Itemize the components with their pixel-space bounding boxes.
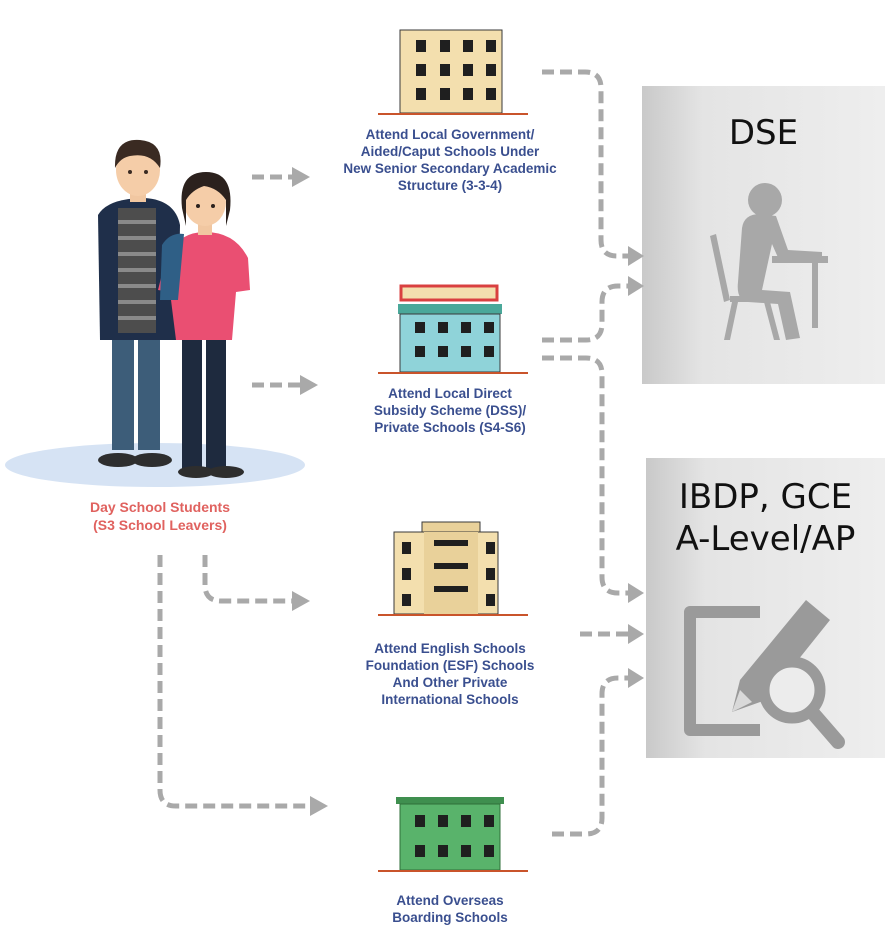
building-overseas-boarding-school <box>378 797 528 872</box>
arrow-heads <box>292 167 644 816</box>
school-label-line: International Schools <box>381 692 519 707</box>
school-label-line: Boarding Schools <box>392 910 508 925</box>
school-label-esf-international: Attend English Schools Foundation (ESF) … <box>320 640 580 708</box>
students-label: Day School Students (S3 School Leavers) <box>70 498 250 534</box>
school-label-line: Aided/Caput Schools Under <box>360 144 540 159</box>
students-illustration <box>5 139 305 487</box>
student-at-desk-icon <box>710 183 828 340</box>
boy-student-figure <box>98 139 180 467</box>
school-label-line: Attend Overseas <box>396 893 504 908</box>
school-label-line: Attend Local Government/ <box>365 127 535 142</box>
connector-arrows <box>157 69 628 837</box>
school-label-overseas-boarding: Attend Overseas Boarding Schools <box>320 892 580 926</box>
school-label-local-government: Attend Local Government/ Aided/Caput Sch… <box>300 126 600 194</box>
students-label-line2: (S3 School Leavers) <box>93 517 227 533</box>
building-local-government-school <box>378 29 528 115</box>
school-label-line: Foundation (ESF) Schools <box>365 658 535 673</box>
exam-paper-magnifier-icon <box>684 600 845 749</box>
girl-student-figure <box>158 172 250 478</box>
students-label-line1: Day School Students <box>89 499 231 515</box>
school-label-line: New Senior Secondary Academic <box>343 161 557 176</box>
building-esf-international-school <box>378 521 528 616</box>
school-label-dss-private: Attend Local Direct Subsidy Scheme (DSS)… <box>320 385 580 436</box>
intl-exam-title-line2: A-Level/AP <box>675 519 856 559</box>
school-label-line: Structure (3-3-4) <box>397 178 503 193</box>
school-label-line: Subsidy Scheme (DSS)/ <box>373 403 527 418</box>
dse-exam-title: DSE <box>728 113 799 153</box>
intl-exam-title-line1: IBDP, GCE <box>678 477 853 517</box>
intl-exam-title: IBDP, GCE A-Level/AP <box>646 476 885 560</box>
building-dss-private-school <box>378 284 528 374</box>
school-label-line: Private Schools (S4-S6) <box>374 420 526 435</box>
school-label-line: Attend Local Direct <box>388 386 512 401</box>
school-label-line: Attend English Schools <box>374 641 526 656</box>
school-label-line: And Other Private <box>392 675 508 690</box>
